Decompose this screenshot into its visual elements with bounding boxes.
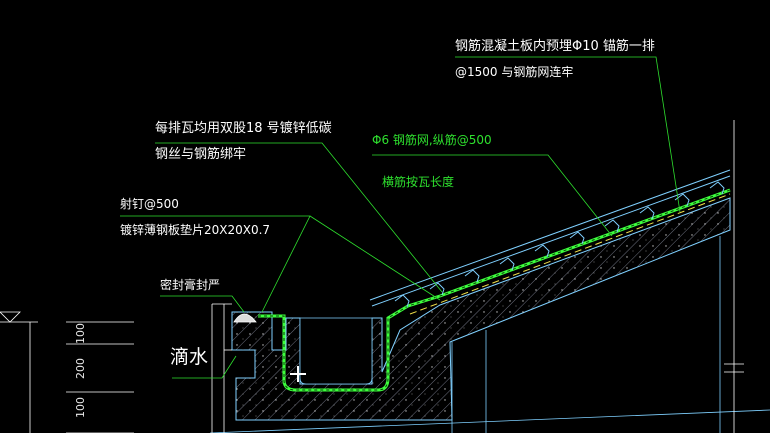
drip-note: 滴水	[170, 346, 209, 368]
anchor-note-line2: @1500 与钢筋网连牢	[455, 65, 574, 79]
leader-lines	[120, 56, 681, 379]
roof-tiles	[369, 169, 731, 308]
tile-wire-note-line2: 钢丝与钢筋绑牢	[155, 147, 247, 162]
rebar-mesh-line	[409, 193, 731, 315]
nail-note-line2: 镀锌薄钢板垫片20X20X0.7	[120, 223, 271, 237]
crosshair-cursor-icon	[290, 366, 306, 382]
sealant-note: 密封膏封严	[160, 278, 221, 292]
tile-wire-note-line1: 每排瓦均用双股18 号镀锌低碳	[155, 121, 332, 136]
waterproof-membrane	[258, 188, 731, 392]
concrete-section	[231, 197, 731, 421]
dimension-label: 100	[74, 397, 87, 418]
dimension-label: 100	[74, 323, 87, 344]
rebar-note-line2: 横筋按瓦长度	[382, 175, 455, 189]
nail-note-line1: 射钉@500	[120, 197, 179, 211]
anchor-note-line1: 钢筋混凝土板内预埋Φ10 锚筋一排	[455, 39, 655, 54]
dimension-label: 200	[74, 358, 87, 379]
rebar-note-line1: Φ6 钢筋网,纵筋@500	[372, 133, 492, 147]
elevation-marker-icon	[0, 311, 21, 323]
sealant-bead	[233, 313, 257, 323]
